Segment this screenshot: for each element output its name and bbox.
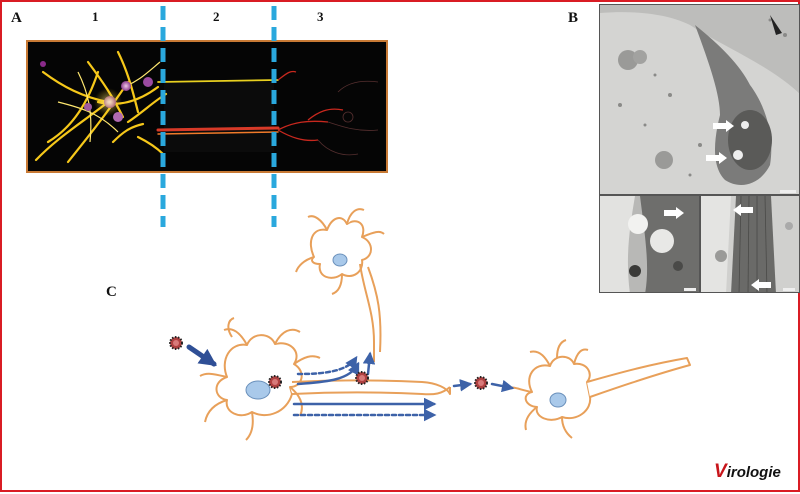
retrograde-dotted-arrow-up [296, 355, 358, 376]
virus-particle [474, 376, 488, 390]
panel-c-label: C [106, 284, 117, 300]
top-neuron-nucleus [332, 253, 348, 267]
virus-particle [355, 371, 369, 385]
virus-particle [268, 375, 282, 389]
zone-3-label: 3 [317, 9, 324, 24]
scale-bar [684, 288, 696, 291]
panel-a-label: A [11, 10, 22, 26]
entry-arrow [186, 344, 217, 367]
zone-1-label: 1 [92, 9, 99, 24]
micrograph-image [28, 42, 386, 171]
left-neuron [199, 317, 451, 441]
scale-bar [783, 288, 795, 291]
panel-b-label: B [568, 10, 579, 26]
em-micrograph-main [599, 4, 800, 195]
branch-arrow-up [362, 351, 376, 376]
scale-bar [780, 190, 796, 193]
transfer-arrow [490, 379, 515, 393]
transport-arrows [186, 344, 515, 422]
right-neuron [507, 339, 691, 439]
virologie-logo: Virologie [714, 461, 781, 482]
fluorescence-micrograph [26, 40, 388, 173]
left-neuron-nucleus [245, 380, 271, 400]
right-neuron-nucleus [549, 392, 567, 408]
anterograde-arrow-up [296, 361, 360, 386]
exit-arrow [452, 379, 473, 392]
virus-particle [169, 336, 183, 350]
em-micrograph-bottom-left [599, 195, 700, 293]
zone-2-label: 2 [213, 9, 220, 24]
top-neuron [295, 208, 385, 362]
em-micrograph-bottom-right [700, 195, 800, 293]
